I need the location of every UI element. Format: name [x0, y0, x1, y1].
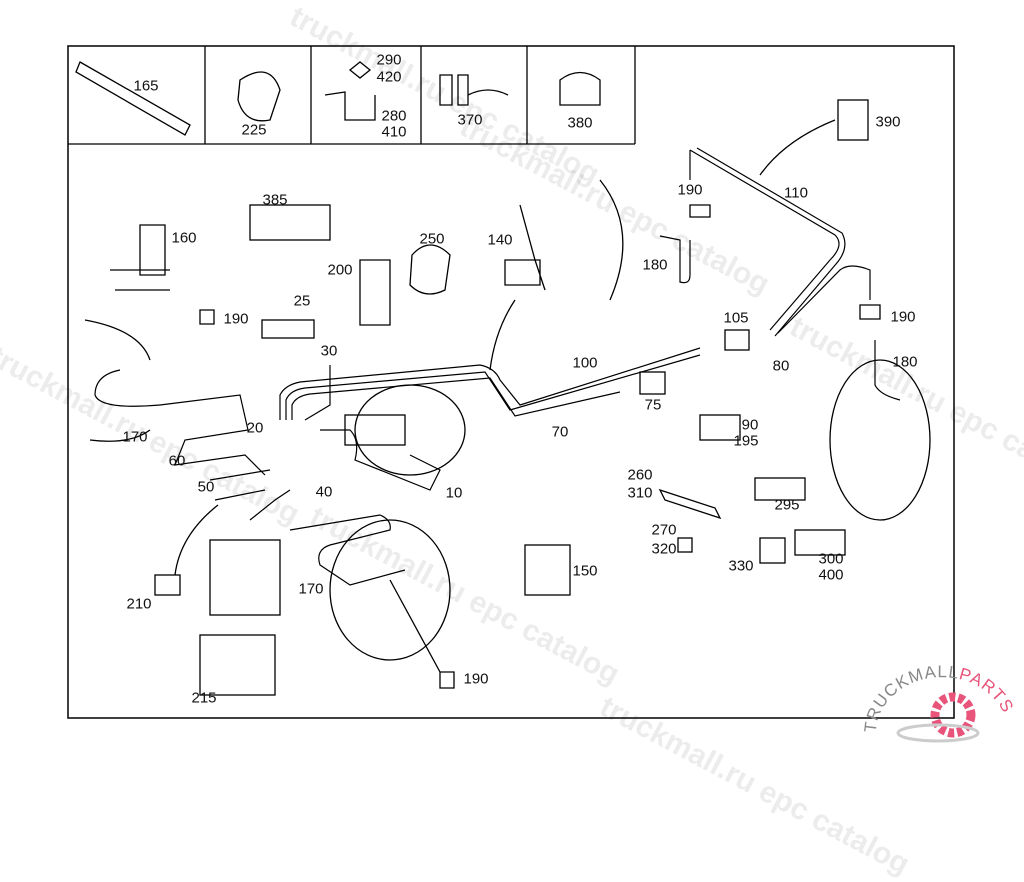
part-label: 420	[376, 68, 402, 86]
part-label: 370	[457, 111, 483, 129]
brake-booster	[354, 384, 466, 476]
part-label: 330	[728, 557, 754, 575]
part-label: 150	[572, 562, 598, 580]
part-label: 105	[723, 309, 749, 327]
master-cylinder	[344, 414, 406, 446]
part-label: 25	[293, 292, 311, 310]
part-260	[658, 488, 722, 520]
part-385	[249, 204, 331, 241]
part-label: 385	[262, 191, 288, 209]
part-label: 290	[376, 51, 402, 69]
part-label: 215	[191, 689, 217, 707]
diagram-border	[67, 45, 955, 719]
part-label: 400	[818, 566, 844, 584]
sleeve-295	[754, 477, 806, 501]
part-label: 80	[772, 357, 790, 375]
part-label: 50	[197, 478, 215, 496]
arrow	[174, 504, 219, 576]
part-label: 200	[327, 261, 353, 279]
part-label: 140	[487, 231, 513, 249]
abs-unit	[209, 539, 281, 616]
part-label: 320	[651, 540, 677, 558]
part-label: 60	[168, 452, 186, 470]
brake-disc-rear-left	[599, 179, 624, 301]
part-140	[504, 204, 546, 291]
part-label: 410	[381, 123, 407, 141]
part-label: 380	[567, 114, 593, 132]
part-label: 310	[627, 484, 653, 502]
part-label: 100	[572, 354, 598, 372]
plate-225	[237, 71, 281, 122]
part-250	[409, 244, 451, 295]
part-390	[837, 99, 869, 141]
part-label: 180	[892, 353, 918, 371]
brake-lines	[94, 147, 901, 586]
part-label: 180	[642, 256, 668, 274]
bracket-280	[324, 61, 376, 121]
gear-icon	[930, 692, 976, 738]
part-label: 300	[818, 550, 844, 568]
sleeve-75	[639, 371, 666, 395]
part-label: 190	[463, 670, 489, 688]
part-330	[759, 537, 786, 564]
part-label: 170	[298, 580, 324, 598]
part-label: 90	[741, 416, 759, 434]
mount-380	[559, 71, 601, 106]
part-label: 75	[644, 396, 662, 414]
part-200	[359, 259, 391, 326]
part-label: 195	[733, 432, 759, 450]
part-label: 270	[651, 521, 677, 539]
part-label: 20	[246, 419, 264, 437]
part-160	[110, 224, 170, 291]
part-150	[524, 544, 571, 596]
sleeve-25	[261, 319, 315, 339]
parts-diagram	[67, 45, 955, 719]
part-label: 170	[122, 428, 148, 446]
part-label: 390	[875, 113, 901, 131]
sleeve-90	[699, 414, 741, 441]
part-label: 260	[627, 466, 653, 484]
part-label: 160	[171, 229, 197, 247]
clip-370	[439, 74, 509, 106]
part-label: 190	[677, 181, 703, 199]
cable-tie-165	[75, 61, 191, 136]
part-label: 165	[133, 77, 159, 95]
clip-190	[199, 204, 881, 689]
arrow	[489, 299, 516, 371]
part-label: 280	[381, 107, 407, 125]
part-label: 250	[419, 230, 445, 248]
sleeve-300	[794, 529, 846, 556]
brake-disc-front-left	[329, 519, 451, 661]
header-grid	[68, 46, 636, 145]
part-label: 210	[126, 595, 152, 613]
truckmall-parts-logo: TRUCKMALLPARTS	[861, 662, 1017, 743]
part-label: 70	[551, 423, 569, 441]
part-label: 40	[315, 483, 333, 501]
part-label: 225	[241, 121, 267, 139]
part-label: 295	[774, 496, 800, 514]
part-label: 190	[890, 308, 916, 326]
part-label: 10	[445, 484, 463, 502]
arrow	[759, 119, 836, 176]
part-215	[199, 634, 276, 696]
part-label: 190	[223, 310, 249, 328]
part-label: 30	[320, 342, 338, 360]
brake-disc-rear-right	[829, 359, 931, 521]
brake-disc-front-right	[84, 319, 151, 442]
part-270	[677, 537, 693, 553]
sleeve-105	[724, 329, 750, 351]
part-210	[154, 574, 181, 596]
part-label: 110	[784, 184, 808, 202]
leader-line	[389, 579, 441, 673]
